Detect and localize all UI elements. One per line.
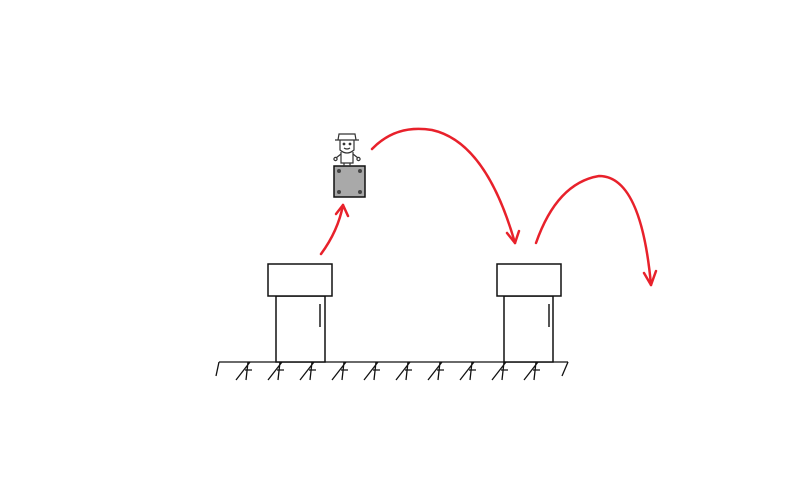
character-body (340, 152, 354, 164)
jump-arrow-2 (370, 127, 521, 245)
pipe-right-cap (496, 263, 562, 297)
block-rivet (337, 190, 341, 194)
character-legs (343, 163, 351, 166)
player-character (333, 133, 361, 166)
jump-arrow-1 (319, 203, 350, 256)
pipe-left (267, 263, 333, 363)
floating-block (333, 165, 366, 198)
block-rivet (358, 169, 362, 173)
block-rivet (337, 169, 341, 173)
jump-path-arrows (319, 127, 658, 287)
pipe-right (496, 263, 562, 363)
pipe-right-body (503, 295, 554, 363)
hat-icon (335, 133, 359, 141)
ground-hatching (215, 361, 569, 381)
block-rivet (358, 190, 362, 194)
pipe-left-body (275, 295, 326, 363)
pipe-left-cap (267, 263, 333, 297)
character-head (339, 140, 355, 154)
character-arms (335, 153, 359, 159)
jump-arrow-3 (534, 174, 658, 287)
ground (215, 361, 569, 381)
